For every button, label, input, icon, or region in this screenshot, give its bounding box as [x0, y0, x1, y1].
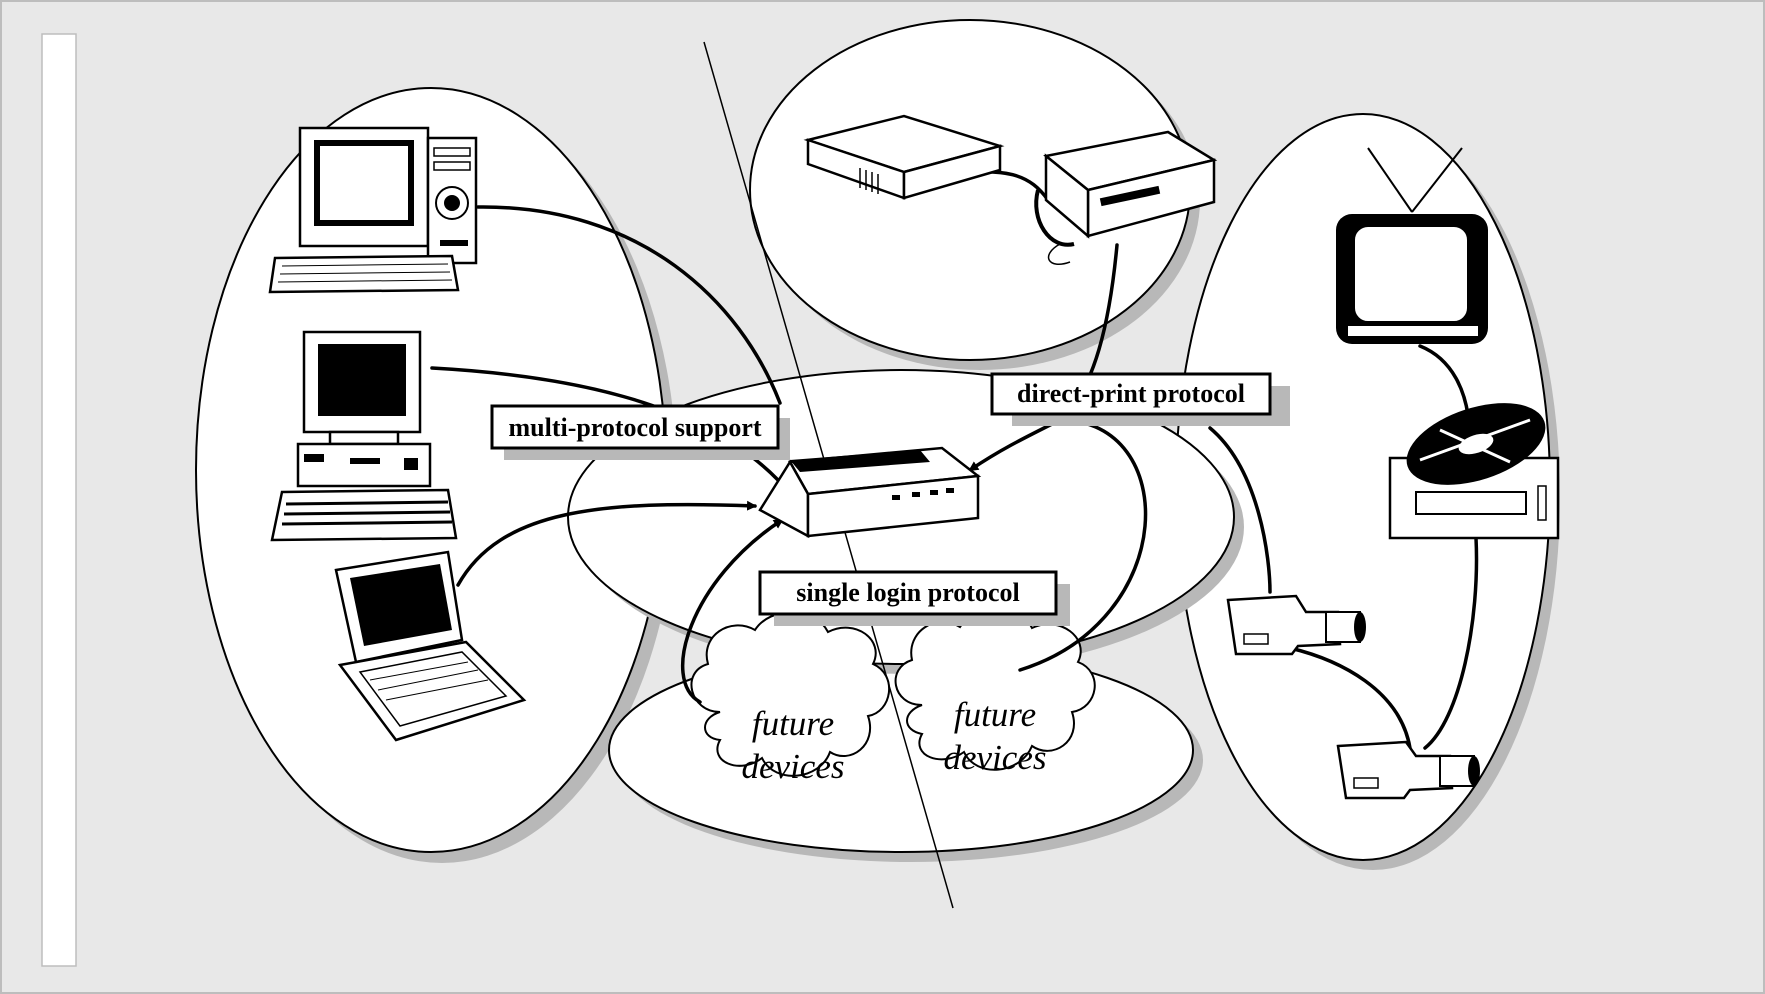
single-login-label: single login protocol: [758, 570, 1070, 626]
direct-print-label: direct-print protocol: [990, 372, 1290, 426]
wire-tower-to-printer: [476, 205, 782, 405]
multi-protocol-text: multi-protocol support: [508, 413, 761, 442]
left-margin-bar: [41, 33, 77, 967]
wire-hub-to-printer: [968, 418, 1062, 472]
future-devices-right-line2: devices: [944, 738, 1047, 777]
future-devices-right-line1: future: [954, 695, 1036, 734]
cd-player: [1388, 403, 1560, 540]
single-login-text: single login protocol: [796, 578, 1019, 607]
fax-machine: [1034, 130, 1218, 265]
camcorder-top: [1226, 594, 1366, 656]
wire-cd-to-camcorder: [1423, 536, 1479, 750]
direct-print-text: direct-print protocol: [1017, 379, 1245, 408]
wire-future-right-loop: [1018, 418, 1148, 672]
future-devices-left-line2: devices: [742, 747, 845, 786]
printer: [758, 446, 982, 539]
wire-tv-to-cd: [1418, 344, 1470, 417]
wire-camcorder-to-camcorder: [1288, 646, 1412, 750]
wire-future-left-to-printer: [680, 518, 784, 704]
laptop: [334, 550, 527, 742]
future-devices-left-line1: future: [752, 704, 834, 743]
office-devices-group: [749, 19, 1200, 370]
future-devices-cloud-left: future devices: [690, 611, 890, 786]
multi-protocol-label: multi-protocol support: [490, 404, 790, 460]
camcorder-bottom: [1336, 740, 1480, 800]
desktop-tower-computer: [268, 126, 478, 294]
scanner: [803, 114, 1005, 200]
desktop-pc: [270, 330, 458, 542]
television: [1336, 147, 1488, 344]
wire-laptop-to-printer[interactable]: [456, 500, 757, 587]
wire-hub-to-camcorder: [1208, 426, 1272, 594]
future-devices-cloud-right: future devices: [894, 606, 1096, 777]
